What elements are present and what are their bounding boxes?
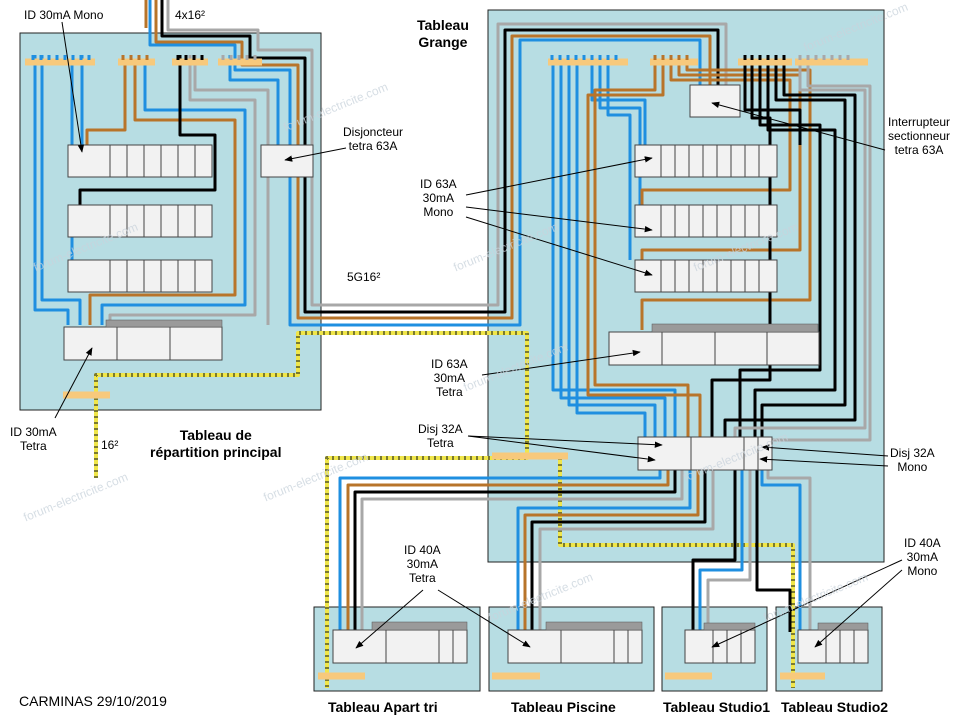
label-id30-mono: ID 30mA Mono bbox=[24, 8, 104, 22]
label-id63-mono: ID 63A 30mA Mono bbox=[420, 177, 457, 219]
busbar-terminals bbox=[31, 55, 850, 60]
busbars bbox=[25, 58, 868, 680]
label-cable-5g16: 5G16² bbox=[347, 270, 381, 284]
comb-bars bbox=[105, 319, 869, 631]
label-disjoncteur-tetra: Disjoncteur tetra 63A bbox=[343, 125, 404, 153]
label-disj32-mono: Disj 32A Mono bbox=[890, 446, 935, 474]
leader-arrows bbox=[54, 21, 903, 649]
grange-interrupteur bbox=[689, 84, 741, 118]
label-id40-tetra: ID 40A 30mA Tetra bbox=[404, 543, 441, 585]
label-tableau-studio1: Tableau Studio1 bbox=[663, 699, 771, 715]
label-id40-mono: ID 40A 30mA Mono bbox=[904, 536, 941, 578]
label-tableau-piscine: Tableau Piscine bbox=[511, 699, 616, 715]
feeder-5g16 bbox=[144, 0, 728, 327]
label-id30-tetra: ID 30mA Tetra bbox=[10, 425, 57, 453]
label-tableau-studio2: Tableau Studio2 bbox=[781, 699, 889, 715]
label-interrupteur: Interrupteur sectionneur tetra 63A bbox=[888, 115, 951, 157]
earth-cables bbox=[94, 331, 795, 688]
label-cable-4x16: 4x16² bbox=[175, 8, 206, 22]
main-id-tetra bbox=[63, 326, 118, 361]
label-tableau-apart: Tableau Apart tri bbox=[328, 699, 438, 715]
main-disj-tetra bbox=[260, 144, 314, 178]
main-row1-id-mono bbox=[67, 144, 111, 178]
label-author-date: CARMINAS 29/10/2019 bbox=[19, 693, 167, 709]
label-tableau-repartition: Tableau de répartition principal bbox=[150, 427, 282, 460]
grange-wiring bbox=[551, 62, 872, 445]
outgoing-cables bbox=[338, 462, 812, 632]
label-disj32-tetra: Disj 32A Tetra bbox=[418, 422, 463, 450]
breaker-rows bbox=[63, 84, 869, 664]
label-cable-16: 16² bbox=[101, 438, 119, 452]
label-tableau-grange: Tableau Grange bbox=[417, 17, 469, 50]
label-id63-tetra: ID 63A 30mA Tetra bbox=[431, 357, 468, 399]
